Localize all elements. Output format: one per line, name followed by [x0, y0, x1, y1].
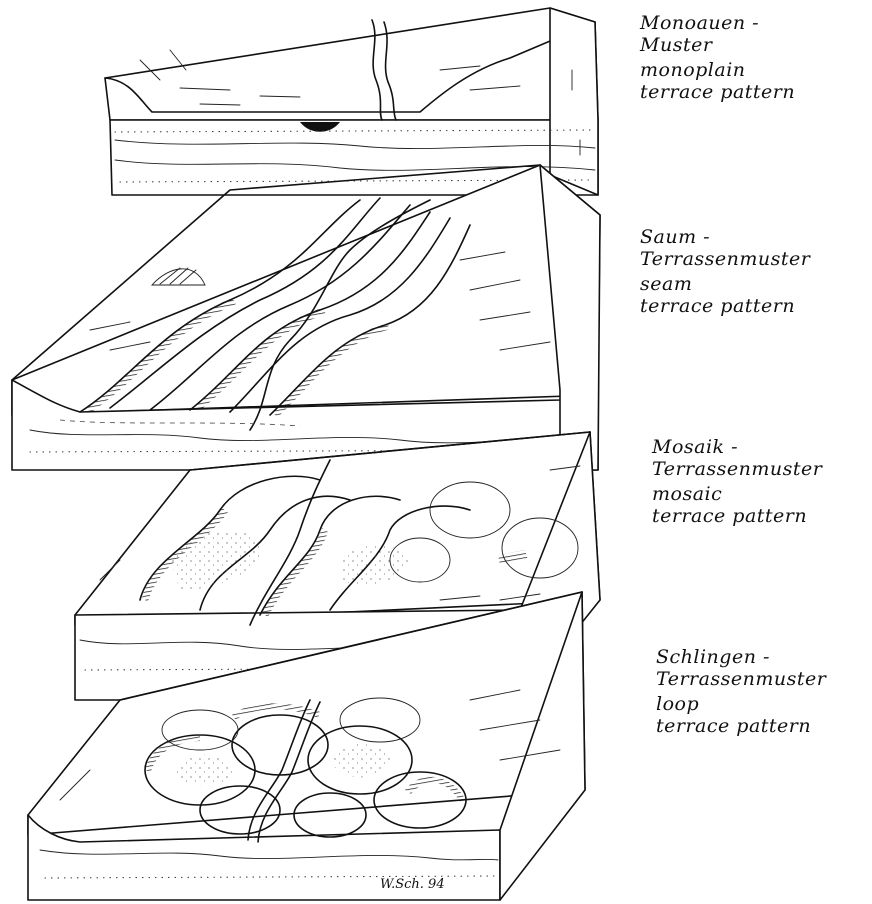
label-monoplain-en-1: monoplain — [640, 59, 795, 81]
label-seam-de-1: Saum - — [640, 226, 810, 248]
label-mosaic-de-2: Terrassenmuster — [652, 458, 822, 480]
label-loop-de-2: Terrassenmuster — [656, 668, 826, 690]
label-monoplain-de-2: Muster — [640, 34, 795, 56]
label-loop-en-1: loop — [656, 693, 826, 715]
label-mosaic-en-2: terrace pattern — [652, 505, 822, 527]
label-loop: Schlingen - Terrassenmuster loop terrace… — [656, 646, 826, 737]
label-seam: Saum - Terrassenmuster seam terrace patt… — [640, 226, 810, 317]
label-monoplain: Monoauen - Muster monoplain terrace patt… — [640, 12, 795, 103]
block-seam — [12, 165, 600, 470]
artist-signature: W.Sch. 94 — [380, 877, 445, 892]
label-loop-en-2: terrace pattern — [656, 715, 826, 737]
label-monoplain-de-1: Monoauen - — [640, 12, 795, 34]
label-loop-de-1: Schlingen - — [656, 646, 826, 668]
label-mosaic: Mosaik - Terrassenmuster mosaic terrace … — [652, 436, 822, 527]
label-monoplain-en-2: terrace pattern — [640, 81, 795, 103]
label-seam-de-2: Terrassenmuster — [640, 248, 810, 270]
label-seam-en-1: seam — [640, 273, 810, 295]
label-seam-en-2: terrace pattern — [640, 295, 810, 317]
label-mosaic-en-1: mosaic — [652, 483, 822, 505]
label-mosaic-de-1: Mosaik - — [652, 436, 822, 458]
